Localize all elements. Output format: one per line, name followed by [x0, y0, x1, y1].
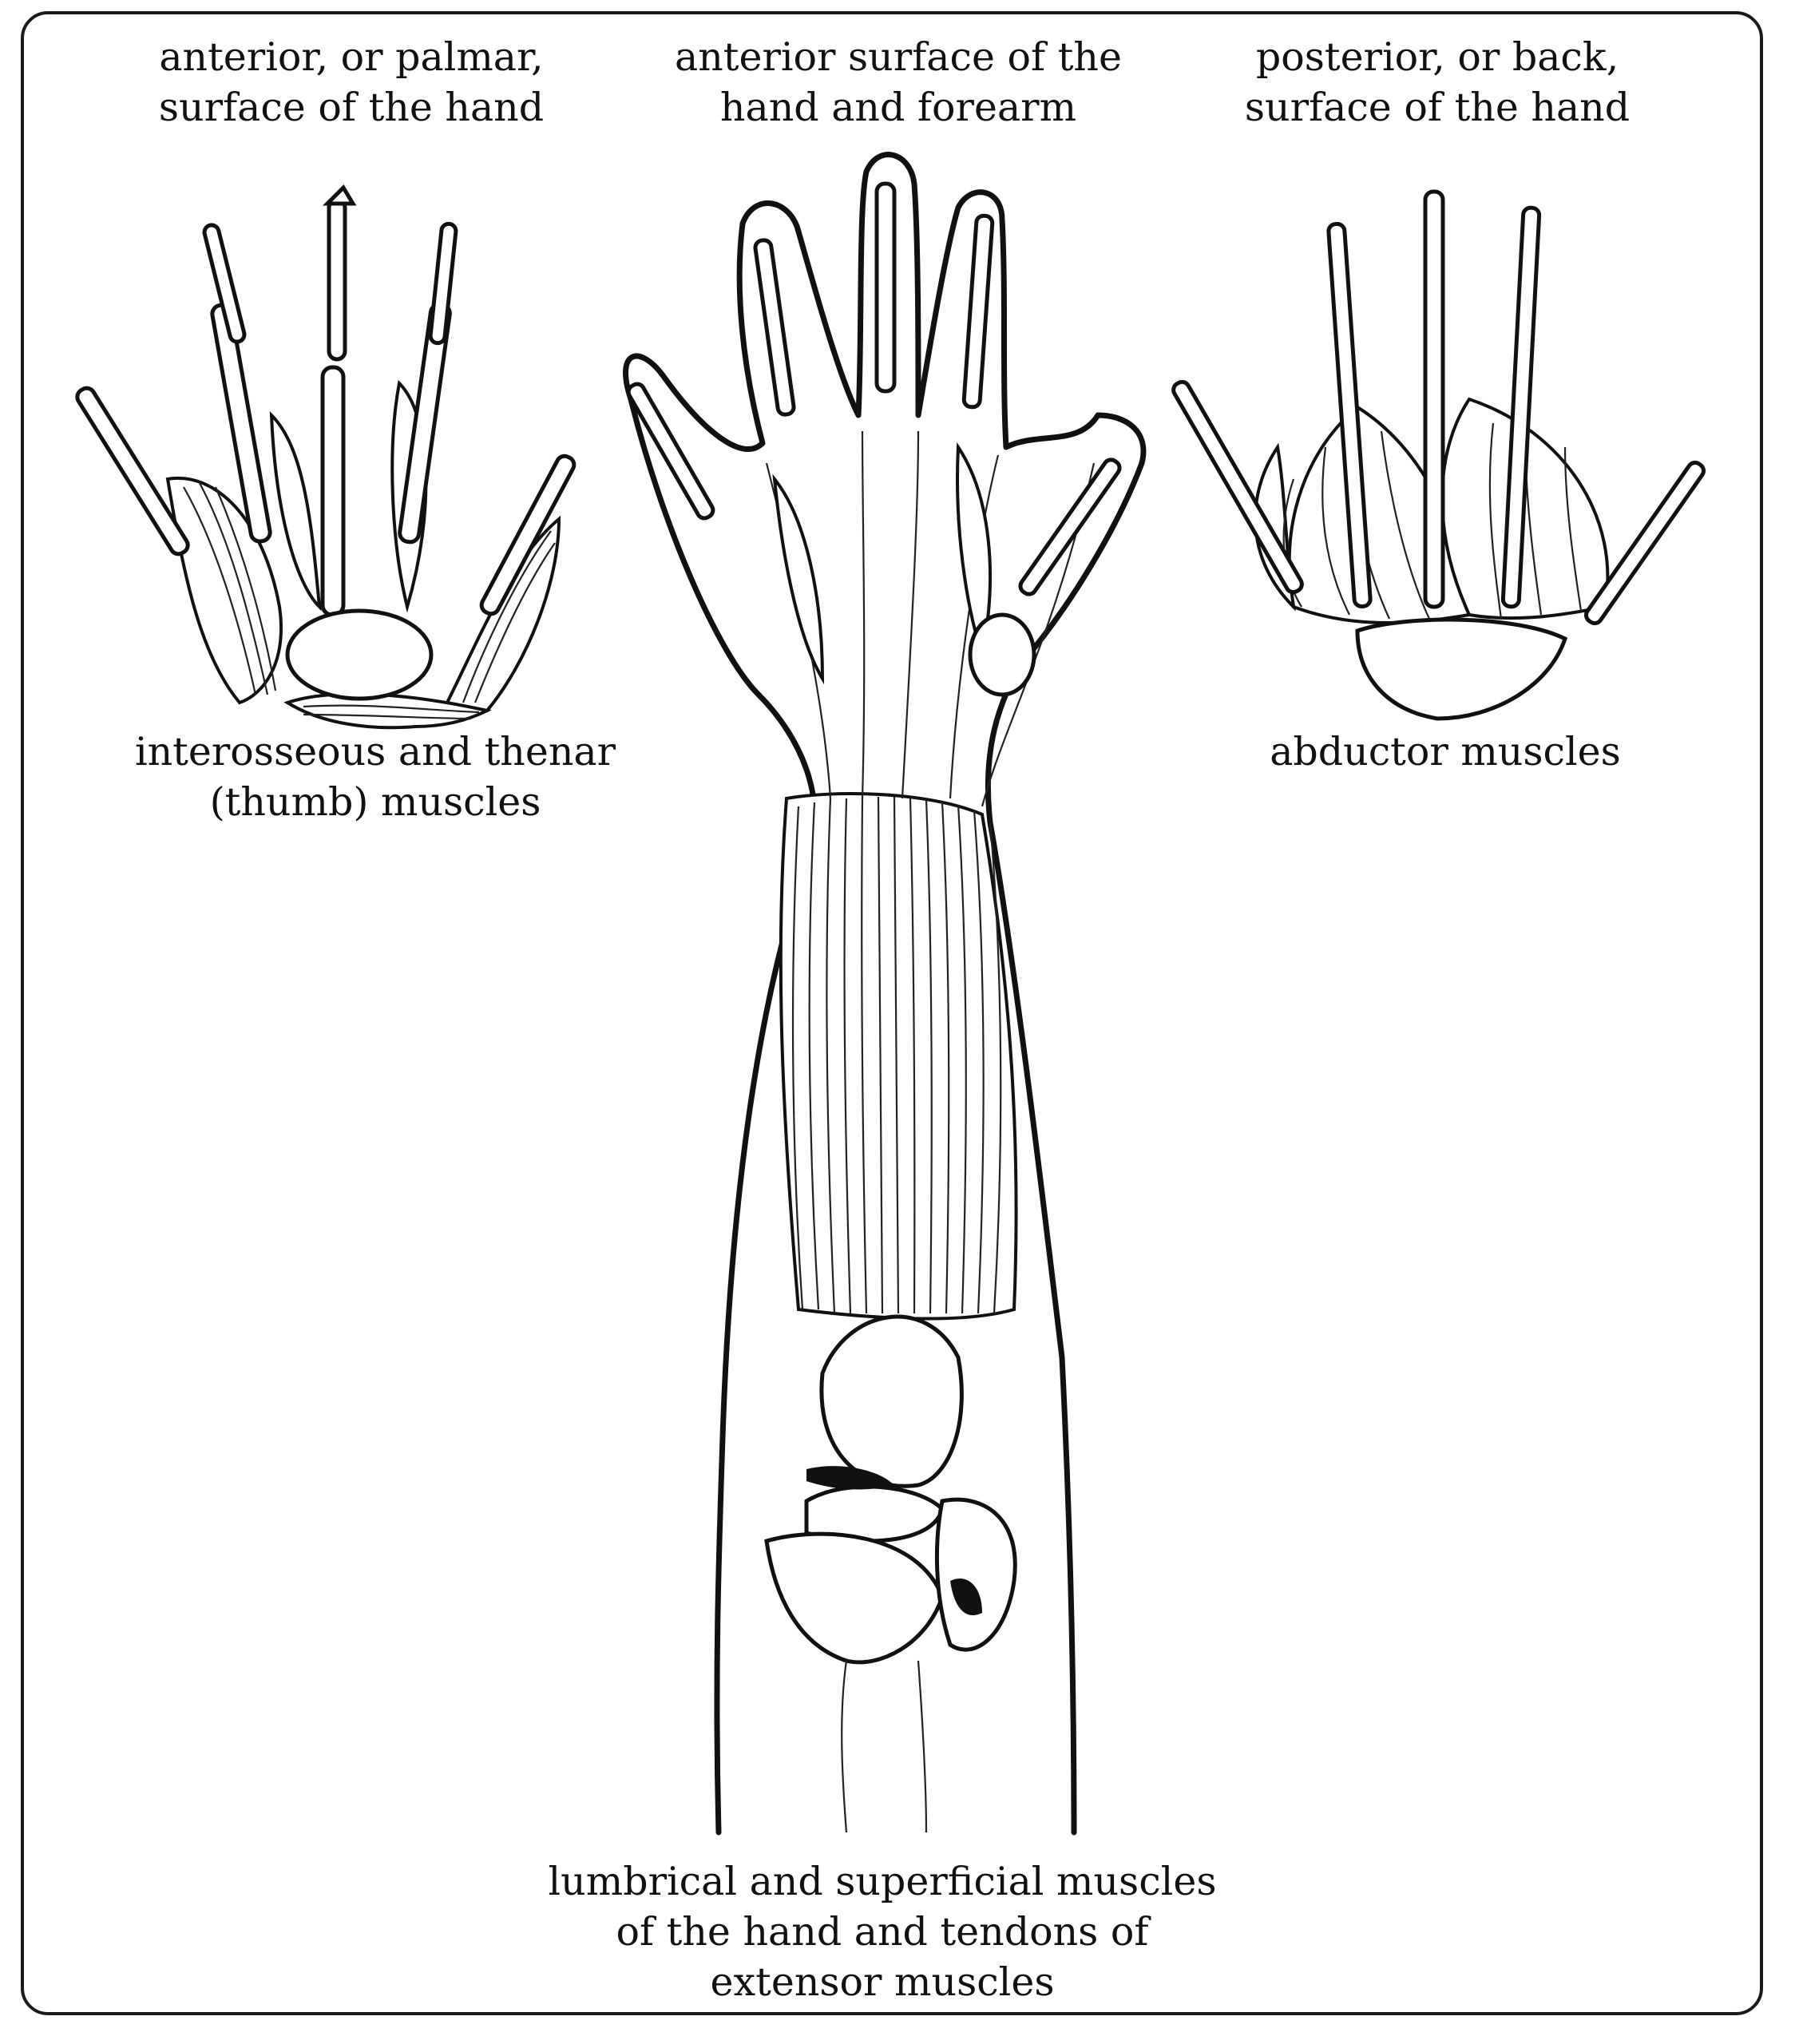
palmar-hand-illustration — [75, 184, 577, 730]
caption-line: lumbrical and superficial muscles — [548, 1859, 1217, 1904]
caption-abductor-muscles: abductor muscles — [1166, 727, 1725, 777]
joint-shadow — [950, 1578, 982, 1616]
caption-line: surface of the hand — [1244, 85, 1631, 130]
caption-line: hand and forearm — [719, 85, 1077, 130]
index-finger-bone — [1326, 221, 1373, 609]
thumb-carpal — [968, 612, 1036, 697]
interosseous-muscle — [269, 410, 322, 612]
little-finger-bone — [626, 382, 715, 521]
center-finger-bones — [626, 181, 1122, 697]
muscle-fibers — [183, 482, 556, 720]
little-finger-bone — [479, 454, 577, 616]
caption-line: surface of the hand — [158, 85, 545, 130]
caption-posterior-surface: posterior, or back, surface of the hand — [1158, 32, 1717, 133]
caption-line: abductor muscles — [1270, 729, 1621, 774]
caption-lumbrical-superficial: lumbrical and superficial muscles of the… — [463, 1856, 1302, 2007]
elbow-joint — [764, 1314, 1017, 1833]
caption-anterior-forearm: anterior surface of the hand and forearm — [607, 32, 1190, 133]
forearm-fibers — [791, 796, 1002, 1314]
thumb-bone — [1018, 458, 1122, 596]
middle-finger-bone — [320, 365, 346, 617]
forearm-muscle-mass — [779, 792, 1018, 1321]
radius-head — [764, 1531, 945, 1665]
fingertip — [322, 184, 357, 206]
upper-arm-line — [917, 1660, 928, 1833]
caption-line: anterior, or palmar, — [159, 34, 544, 80]
little-finger-bone — [1171, 379, 1304, 595]
caption-line: extensor muscles — [710, 1959, 1055, 2005]
index-finger-phalanx — [202, 223, 247, 344]
posterior-hand-illustration — [1171, 189, 1706, 721]
ring-finger-phalanx — [428, 221, 458, 346]
ring-finger-bone — [1500, 205, 1542, 609]
carpal-bones — [285, 608, 434, 701]
middle-finger-phalanx — [327, 197, 347, 362]
forearm-skin-outline — [623, 152, 1147, 1836]
caption-line: (thumb) muscles — [209, 779, 541, 825]
forearm-illustration — [623, 152, 1147, 1836]
humerus-end — [819, 1314, 964, 1488]
caption-line: of the hand and tendons of — [616, 1909, 1149, 1955]
middle-finger-bone — [874, 181, 897, 394]
finger-bones — [75, 184, 577, 617]
posterior-finger-bones — [1171, 189, 1706, 625]
ulna-head — [934, 1497, 1017, 1652]
hypothenar-muscle — [445, 515, 561, 713]
caption-interosseous-thenar: interosseous and thenar (thumb) muscles — [88, 727, 663, 827]
caption-line: posterior, or back, — [1255, 34, 1619, 80]
upper-arm-line — [841, 1660, 848, 1833]
middle-finger-bone — [1423, 189, 1445, 609]
thumb-bone — [1584, 461, 1706, 625]
carpal-bones — [1355, 617, 1568, 721]
joint-shadow — [806, 1466, 894, 1490]
figure-frame — [21, 11, 1763, 2015]
lumbrical-muscle — [772, 473, 825, 685]
ring-finger-bone — [961, 213, 995, 410]
caption-line: interosseous and thenar — [134, 729, 616, 774]
index-finger-bone — [753, 238, 796, 417]
thumb-bone — [75, 386, 190, 557]
caption-palmar-surface: anterior, or palmar, surface of the hand — [72, 32, 631, 133]
caption-line: anterior surface of the — [674, 34, 1122, 80]
